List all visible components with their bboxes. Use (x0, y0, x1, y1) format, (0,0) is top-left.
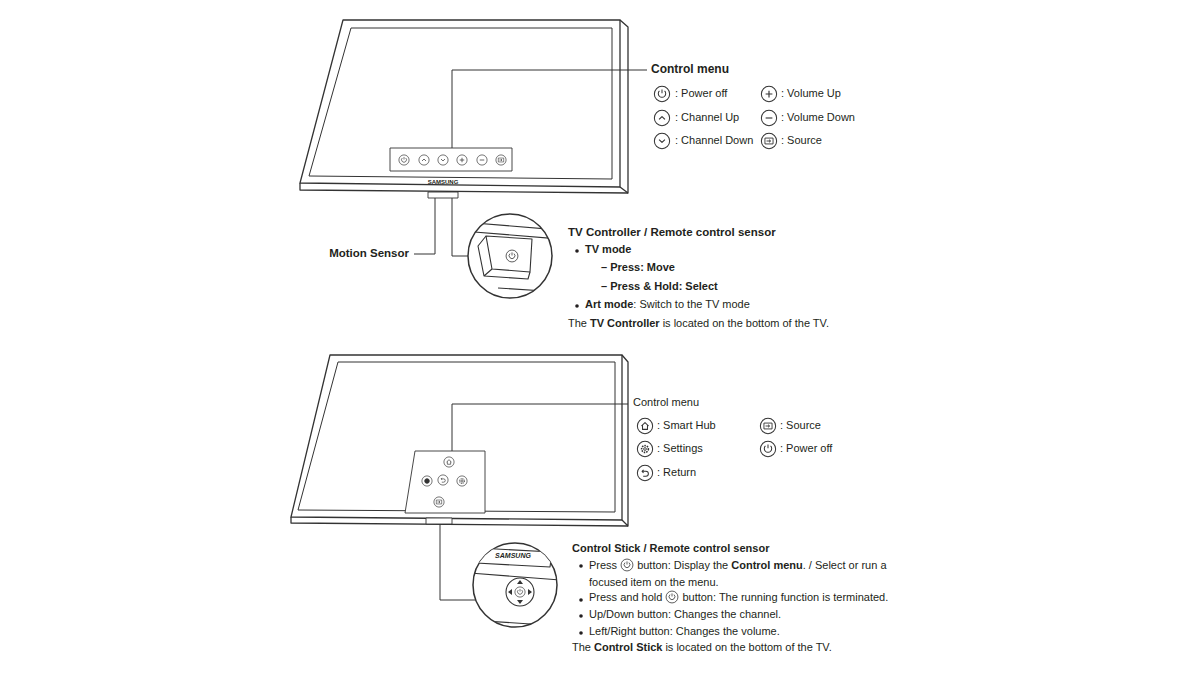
label-text: : Return (657, 466, 696, 478)
label-text: Press (589, 559, 617, 571)
label-text: Control menu (651, 62, 729, 76)
label-text: button: The running function is terminat… (682, 591, 888, 603)
text-line: : Return (657, 466, 696, 480)
label-text: – Press & Hold: Select (601, 280, 718, 292)
text-line: : Source (781, 134, 822, 148)
label-text: Art mode (585, 298, 633, 310)
label-text: : Power off (780, 442, 832, 454)
label-text: Control Stick (594, 641, 662, 653)
label-text: Motion Sensor (329, 247, 409, 259)
label-text: : Channel Down (675, 134, 753, 146)
text-line: : Power off (780, 442, 832, 456)
text-line: TheTV Controlleris located on the bottom… (568, 317, 829, 331)
label-text: The (572, 641, 591, 653)
label-text: is located on the bottom of the TV. (663, 317, 829, 329)
text-line: : Channel Down (675, 134, 753, 148)
text-line: – Press & Hold: Select (601, 280, 718, 294)
label-text: : Power off (675, 87, 727, 99)
text-line: TV Controller / Remote control sensor (568, 225, 776, 239)
text-line: TV mode (585, 243, 631, 257)
label-text: : Source (781, 134, 822, 146)
label-text: is located on the bottom of the TV. (665, 641, 831, 653)
text-line: – Press: Move (601, 261, 675, 275)
label-text: : Channel Up (675, 111, 739, 123)
text-line: Art mode: Switch to the TV mode (585, 298, 750, 312)
text-line: : Smart Hub (657, 419, 716, 433)
label-text: button: Display the (637, 559, 728, 571)
text-line: Pressbutton: Display theControl menu. / … (589, 557, 907, 591)
text-line: Motion Sensor (329, 246, 409, 260)
label-text: : Smart Hub (657, 419, 716, 431)
text-line: : Volume Down (781, 111, 855, 125)
label-text: The (568, 317, 587, 329)
label-text: TV mode (585, 243, 631, 255)
text-line: Left/Right button: Changes the volume. (589, 625, 780, 639)
text-line: TheControl Stickis located on the bottom… (572, 641, 832, 655)
label-text: : Switch to the TV mode (633, 298, 750, 310)
label-text: : Source (780, 419, 821, 431)
text-line: SAMSUNG (428, 179, 459, 187)
label-text: – Press: Move (601, 261, 675, 273)
text-line: Up/Down button: Changes the channel. (589, 608, 781, 622)
label-text: : Settings (657, 442, 703, 454)
label-text: Control menu (731, 559, 803, 571)
label-text: SAMSUNG (428, 179, 459, 185)
text-line: Control menu (633, 396, 699, 410)
text-line: Press and hold button: The running functi… (589, 591, 888, 605)
label-text: : Volume Up (781, 87, 841, 99)
text-line: Control Stick / Remote control sensor (572, 542, 769, 556)
label-text: : Volume Down (781, 111, 855, 123)
label-text: Press and hold (589, 591, 662, 603)
label-text: TV Controller (590, 317, 660, 329)
text-line: SAMSUNG (495, 552, 531, 561)
text-line: : Settings (657, 442, 703, 456)
label-text: TV Controller / Remote control sensor (568, 226, 776, 238)
label-text: Control Stick / Remote control sensor (572, 542, 769, 554)
label-text: SAMSUNG (495, 552, 531, 559)
text-line: : Channel Up (675, 111, 739, 125)
label-text: Control menu (633, 396, 699, 408)
text-line: Control menu (651, 62, 729, 77)
label-text: Up/Down button: Changes the channel. (589, 608, 781, 620)
text-line: : Source (780, 419, 821, 433)
power-icon (665, 590, 679, 604)
power-icon (620, 558, 634, 572)
text-line: : Power off (675, 87, 727, 101)
label-text: Left/Right button: Changes the volume. (589, 625, 780, 637)
text-line: : Volume Up (781, 87, 841, 101)
